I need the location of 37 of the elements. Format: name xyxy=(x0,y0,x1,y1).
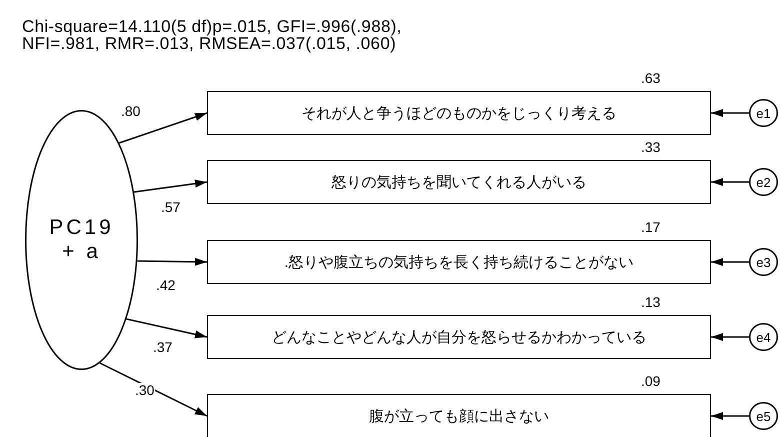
arrow xyxy=(711,258,749,266)
item-text: それが人と争うほどのものかをじっくり考える xyxy=(302,104,616,122)
path-coefficient: .42 xyxy=(155,278,176,293)
r-squared-value: .17 xyxy=(640,220,662,235)
r-squared-value: .63 xyxy=(640,71,662,86)
arrow xyxy=(711,178,749,186)
item-text: .怒りや腹立ちの気持ちを長く持ち続けることがない xyxy=(284,252,634,272)
observed-variable-box xyxy=(207,160,711,204)
path-coefficient: .57 xyxy=(160,200,182,215)
item-text: 腹が立っても顔に出さない xyxy=(369,406,549,426)
r-squared-value: .33 xyxy=(640,140,662,155)
item-text: どんなことやどんな人が自分を怒らせるかわかっている xyxy=(272,328,646,346)
path-coefficient: .80 xyxy=(120,104,142,119)
path-coefficient: .30 xyxy=(134,383,156,398)
observed-variable-box xyxy=(207,240,711,284)
arrow xyxy=(99,362,208,417)
arrow xyxy=(711,109,749,117)
arrow xyxy=(711,333,749,341)
observed-variable-box xyxy=(207,91,711,135)
arrow xyxy=(118,112,208,144)
path-coefficient: .37 xyxy=(152,340,174,355)
error-label: e4 xyxy=(756,330,771,344)
arrow xyxy=(137,258,208,266)
observed-variable-box xyxy=(207,394,711,437)
arrow xyxy=(711,412,749,420)
observed-variable-box xyxy=(207,315,711,359)
r-squared-value: .13 xyxy=(640,295,662,310)
arrow xyxy=(134,180,208,193)
item-text: 怒りの気持ちを聞いてくれる人がいる xyxy=(332,172,586,192)
latent-variable-label: PC19 + a xyxy=(48,216,115,264)
error-label: e3 xyxy=(756,254,771,270)
error-label: e1 xyxy=(756,106,771,120)
arrow xyxy=(126,318,208,338)
error-label: e5 xyxy=(756,408,771,424)
error-label: e2 xyxy=(756,174,771,190)
r-squared-value: .09 xyxy=(640,374,662,389)
fit-statistics-text: Chi-square=14.110(5 df)p=.015, GFI=.996(.988), NFI=.981, RMR=.013, RMSEA=.037(.015, .060) xyxy=(22,18,403,52)
